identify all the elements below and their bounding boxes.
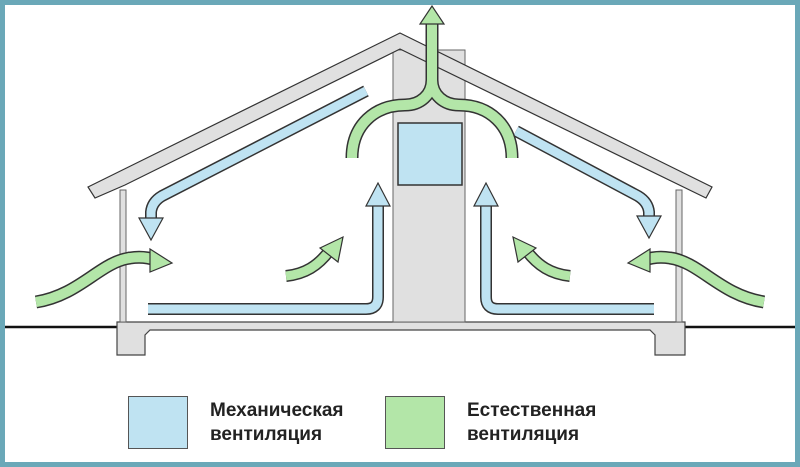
legend-natural-label: Естественная вентиляция <box>467 399 596 447</box>
legend-natural-line2: вентиляция <box>467 423 580 445</box>
legend-mechanical-line1: Механическая <box>210 399 344 421</box>
arrow-left-icon <box>626 247 651 273</box>
shaft-window <box>397 122 463 186</box>
arrow-up-right-icon <box>318 235 344 264</box>
mechanical-duct-roof-left <box>137 85 369 242</box>
legend-mechanical-line2: вентиляция <box>210 423 323 445</box>
arrow-up-icon <box>365 181 391 207</box>
mechanical-duct-floor-right <box>473 181 654 315</box>
arrow-down-icon <box>137 217 165 242</box>
natural-flow-right-inlet <box>626 247 766 309</box>
arrow-up-icon <box>473 181 499 207</box>
arrow-right-icon <box>149 247 174 273</box>
legend-mechanical: Механическая вентиляция <box>128 396 344 449</box>
natural-flow-left-room <box>285 235 344 282</box>
floor-slab <box>116 321 686 356</box>
legend-natural-line1: Естественная <box>467 399 597 421</box>
legend-natural: Естественная вентиляция <box>385 396 596 449</box>
arrow-down-icon <box>635 215 663 240</box>
mechanical-duct-roof-right <box>513 125 663 240</box>
arrow-up-icon <box>418 5 446 25</box>
mechanical-swatch <box>128 396 188 449</box>
arrow-up-left-icon <box>512 235 538 264</box>
roof <box>87 32 713 199</box>
natural-flow-right-room <box>512 235 571 282</box>
natural-flow-left-inlet <box>34 247 174 309</box>
natural-flow-roof-exhaust <box>345 5 519 159</box>
natural-swatch <box>385 396 445 449</box>
mechanical-duct-floor-left <box>148 181 391 315</box>
legend-mechanical-label: Механическая вентиляция <box>210 399 344 447</box>
